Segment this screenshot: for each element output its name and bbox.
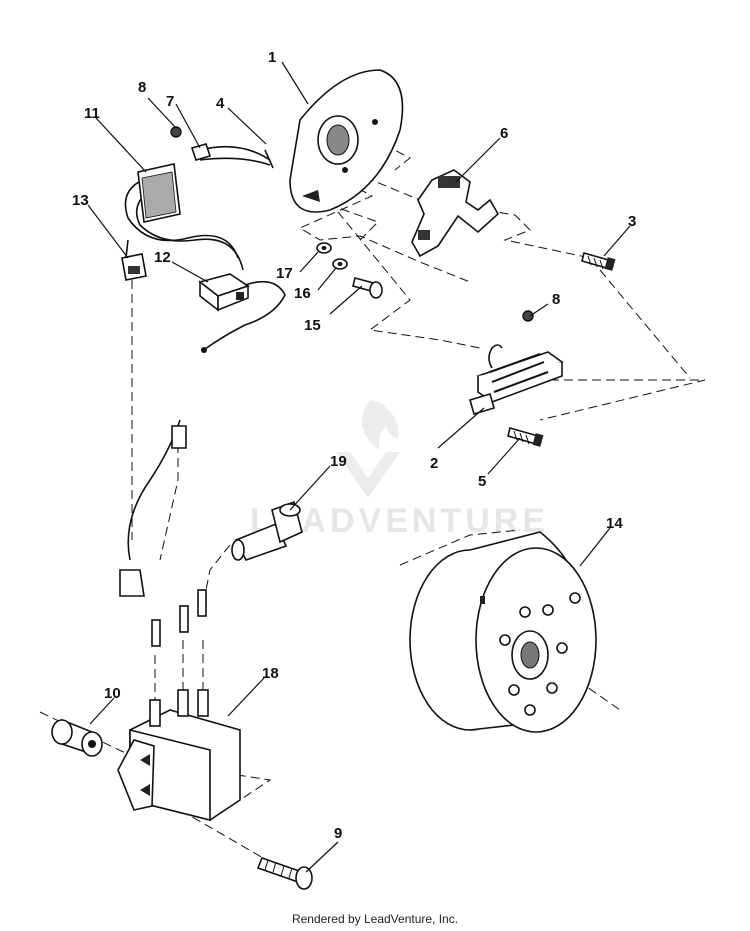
callout-18: 18: [262, 665, 279, 682]
cap-10: [51, 718, 103, 757]
stator-plate: [289, 69, 404, 213]
callout-13: 13: [72, 192, 89, 209]
washer-17: [316, 242, 332, 254]
terminal-13: [121, 239, 147, 281]
callout-8-top: 8: [138, 79, 146, 96]
callout-16: 16: [294, 285, 311, 302]
callout-5: 5: [478, 473, 486, 490]
callout-6: 6: [500, 125, 508, 142]
callout-2: 2: [430, 455, 438, 472]
callout-11: 11: [84, 105, 100, 122]
callout-8-mid: 8: [552, 291, 560, 308]
clip-7: [190, 143, 212, 161]
callout-14: 14: [606, 515, 623, 532]
screw-15: [352, 277, 383, 299]
callout-17: 17: [276, 265, 293, 282]
callout-10: 10: [104, 685, 121, 702]
callout-3: 3: [628, 213, 636, 230]
callout-7: 7: [166, 93, 174, 110]
regulator-11: [137, 163, 181, 223]
screw-8-top: [170, 126, 182, 138]
ignition-bracket: [411, 169, 500, 258]
pulser-coil-2: [469, 344, 564, 415]
watermark-flame-icon: [361, 400, 399, 450]
callout-1: 1: [268, 49, 276, 66]
callouts: 1 2 3 4 5 6 7 8 8 9 10 11 12 13 14 15 16…: [72, 49, 636, 842]
spark-plug-cap-19: [231, 500, 303, 561]
connector-12: [198, 273, 286, 353]
callout-15: 15: [304, 317, 321, 334]
ignition-coil-18: [117, 419, 241, 822]
leaders: [87, 61, 631, 873]
washer-16: [332, 258, 348, 270]
callout-9: 9: [334, 825, 342, 842]
flywheel-14: [409, 531, 597, 733]
bolt-9: [256, 856, 313, 890]
screw-8-mid: [522, 310, 534, 322]
watermark-v-icon: [336, 452, 400, 498]
screw-3: [581, 252, 616, 271]
callout-4: 4: [216, 95, 225, 112]
footer-credit: Rendered by LeadVenture, Inc.: [291, 912, 459, 926]
callout-12: 12: [154, 249, 171, 266]
screw-5: [507, 427, 544, 447]
callout-19: 19: [330, 453, 347, 470]
